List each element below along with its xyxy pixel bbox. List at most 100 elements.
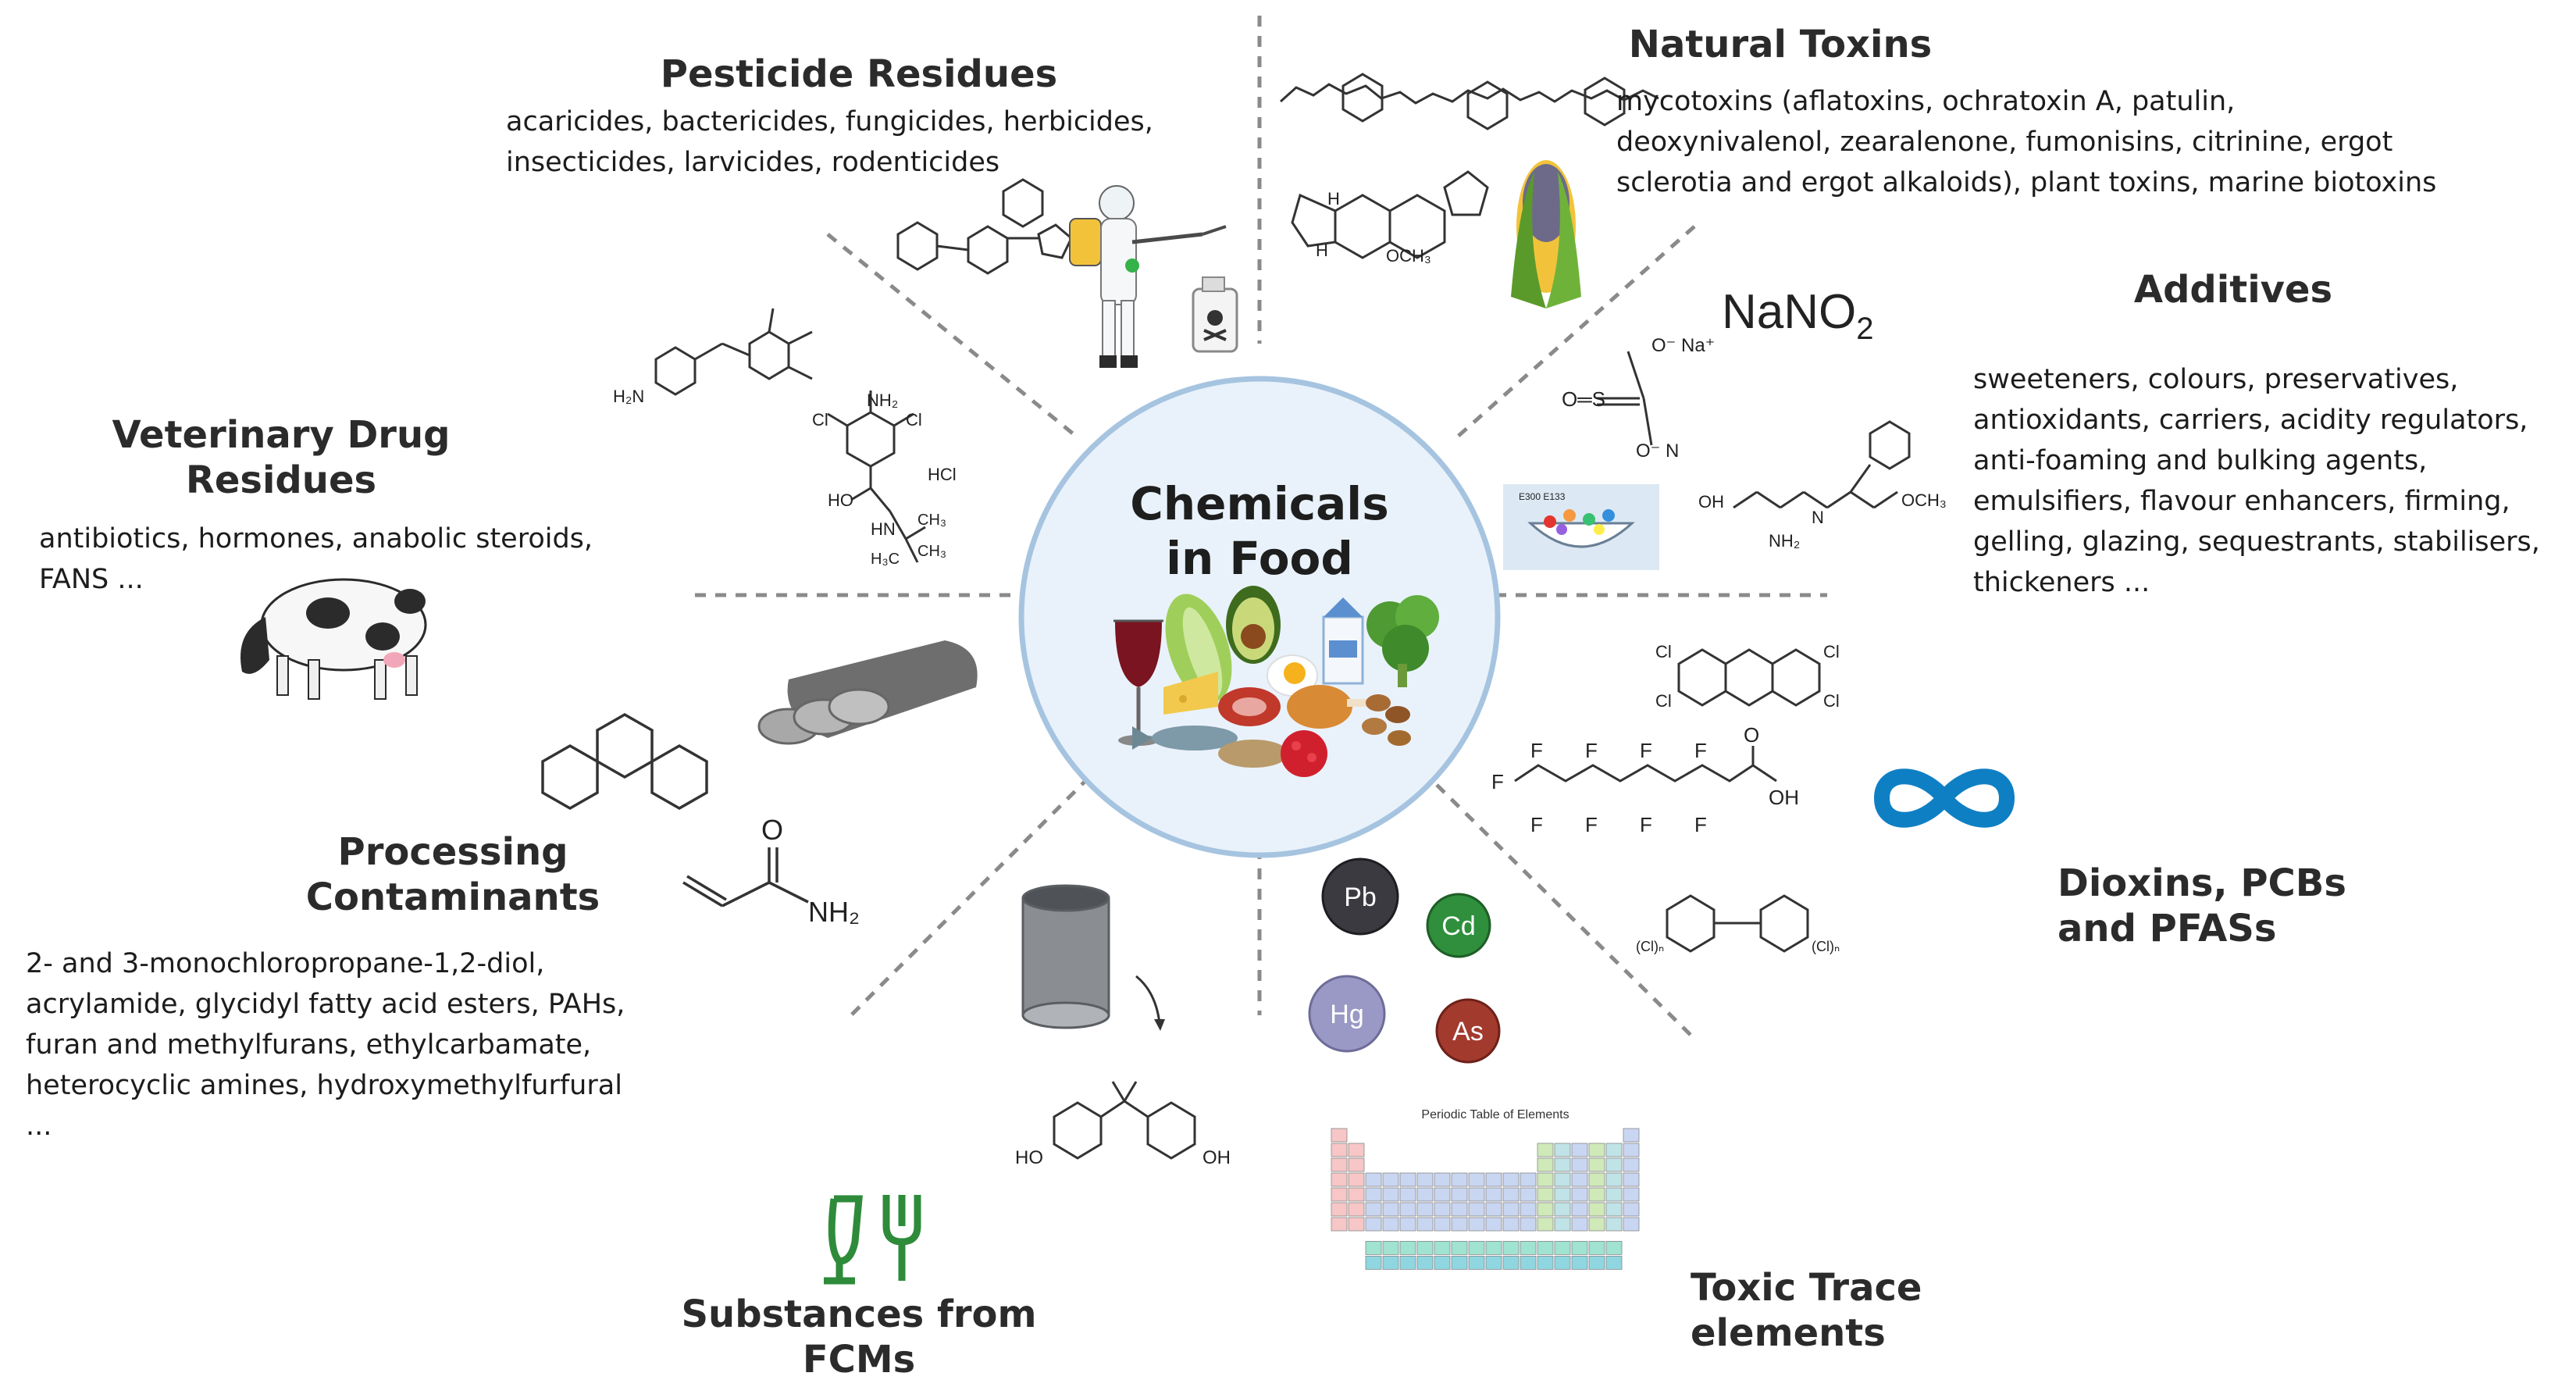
avocado-icon <box>1226 586 1281 664</box>
bread-icon <box>757 640 978 745</box>
periodic-cell <box>1451 1202 1468 1217</box>
periodic-cell <box>1331 1187 1348 1202</box>
periodic-cell <box>1537 1241 1554 1255</box>
pesticide-structure <box>896 178 1094 275</box>
trace-title-line-2: elements <box>1691 1311 1886 1355</box>
greens-icon <box>1366 595 1439 687</box>
natural-toxins-line-2: deoxynivalenol, zearalenone, fumonisins,… <box>1616 127 2393 158</box>
periodic-cell <box>1468 1241 1485 1255</box>
periodic-cell <box>1605 1202 1623 1217</box>
sprayer-person-icon <box>1069 185 1227 368</box>
fcm-title: Substances from FCMs <box>664 1292 1054 1382</box>
periodic-cell <box>1399 1256 1416 1270</box>
meat-icon <box>1218 687 1281 726</box>
infinity-symbol-icon <box>1873 768 2015 828</box>
periodic-cell <box>1623 1202 1640 1217</box>
fish-icon <box>1132 726 1238 751</box>
milk-carton-icon <box>1322 597 1364 685</box>
pcb-structure <box>1666 894 1809 953</box>
periodic-cell <box>1623 1157 1640 1172</box>
additives-line-3: anti-foaming and bulking agents, <box>1973 445 2428 476</box>
periodic-cell <box>1502 1187 1520 1202</box>
dioxins-title: Dioxins, PCBs and PFASs <box>2058 861 2401 951</box>
veterinary-title: Veterinary Drug Residues <box>94 412 469 503</box>
periodic-cell <box>1434 1256 1451 1270</box>
periodic-cell <box>1554 1241 1571 1255</box>
periodic-cell <box>1520 1202 1537 1217</box>
processing-line-1: 2- and 3-monochloropropane-1,2-diol, <box>26 948 545 979</box>
periodic-cell <box>1399 1187 1416 1202</box>
periodic-cell <box>1365 1241 1382 1255</box>
periodic-cell <box>1588 1157 1605 1172</box>
periodic-cell <box>1588 1217 1605 1232</box>
periodic-cell <box>1451 1187 1468 1202</box>
dioxin-structure <box>1677 648 1821 707</box>
periodic-cell <box>1468 1217 1485 1232</box>
periodic-cell <box>1365 1172 1382 1187</box>
phenanthrene-structure <box>541 712 708 811</box>
periodic-cell <box>1399 1202 1416 1217</box>
periodic-cell <box>1416 1187 1434 1202</box>
natural-toxin-structures <box>1279 73 1659 259</box>
periodic-table-icon <box>1331 1128 1640 1270</box>
processing-line-4: heterocyclic amines, hydroxymethylfurfur… <box>26 1070 622 1101</box>
periodic-cell <box>1571 1157 1588 1172</box>
divider-top-right <box>1451 225 1696 443</box>
periodic-cell <box>1571 1202 1588 1217</box>
veterinary-line-1: antibiotics, hormones, anabolic steroids… <box>39 523 593 554</box>
cow-icon <box>240 578 427 700</box>
periodic-cell <box>1571 1241 1588 1255</box>
processing-title: Processing Contaminants <box>265 829 640 920</box>
pesticides-title: Pesticide Residues <box>660 52 1058 96</box>
periodic-cell <box>1571 1143 1588 1157</box>
additives-line-6: thickeners ... <box>1973 567 2150 598</box>
corn-icon <box>1511 160 1581 308</box>
periodic-cell <box>1520 1187 1537 1202</box>
nuts-icon <box>1362 694 1411 746</box>
periodic-cell <box>1554 1172 1571 1187</box>
periodic-cell <box>1485 1172 1502 1187</box>
food-contact-symbol-icon <box>824 1195 921 1285</box>
periodic-cell <box>1451 1256 1468 1270</box>
periodic-cell <box>1416 1172 1434 1187</box>
periodic-cell <box>1623 1143 1640 1157</box>
divider-lines <box>695 16 1827 1040</box>
periodic-cell <box>1605 1187 1623 1202</box>
periodic-cell <box>1554 1157 1571 1172</box>
additives-line-1: sweeteners, colours, preservatives, <box>1973 364 2459 395</box>
periodic-cell <box>1485 1217 1502 1232</box>
aspartame-structure <box>1733 420 1911 509</box>
periodic-cell <box>1331 1157 1348 1172</box>
periodic-cell <box>1571 1172 1588 1187</box>
periodic-cell <box>1365 1217 1382 1232</box>
periodic-cell <box>1588 1256 1605 1270</box>
periodic-cell <box>1623 1172 1640 1187</box>
periodic-cell <box>1554 1217 1571 1232</box>
periodic-cell <box>1365 1256 1382 1270</box>
periodic-cell <box>1571 1217 1588 1232</box>
periodic-cell <box>1451 1217 1468 1232</box>
natural-toxins-line-3: sclerotia and ergot alkaloids), plant to… <box>1616 167 2437 198</box>
periodic-cell <box>1623 1128 1640 1143</box>
periodic-cell <box>1382 1256 1399 1270</box>
periodic-cell <box>1485 1256 1502 1270</box>
periodic-cell <box>1605 1241 1623 1255</box>
clenbuterol-structure <box>827 390 926 563</box>
periodic-cell <box>1468 1187 1485 1202</box>
additives-line-5: gelling, glazing, sequestrants, stabilis… <box>1973 526 2540 558</box>
natural-toxins-line-1: mycotoxins (aflatoxins, ochratoxin A, pa… <box>1616 86 2236 117</box>
periodic-cell <box>1537 1157 1554 1172</box>
periodic-cell <box>1605 1143 1623 1157</box>
acrylamide-structure <box>682 847 809 907</box>
periodic-cell <box>1331 1202 1348 1217</box>
cd-circle <box>1426 893 1491 958</box>
additives-line-4: emulsifiers, flavour enhancers, firming, <box>1973 486 2510 517</box>
periodic-cell <box>1434 1172 1451 1187</box>
periodic-cell <box>1416 1241 1434 1255</box>
pesticides-description: acaricides, bactericides, fungicides, he… <box>506 102 1153 183</box>
poison-bottle-icon <box>1192 276 1238 353</box>
dioxins-title-line-1: Dioxins, PCBs <box>2058 861 2346 905</box>
as-circle <box>1435 998 1501 1064</box>
periodic-cell <box>1485 1202 1502 1217</box>
